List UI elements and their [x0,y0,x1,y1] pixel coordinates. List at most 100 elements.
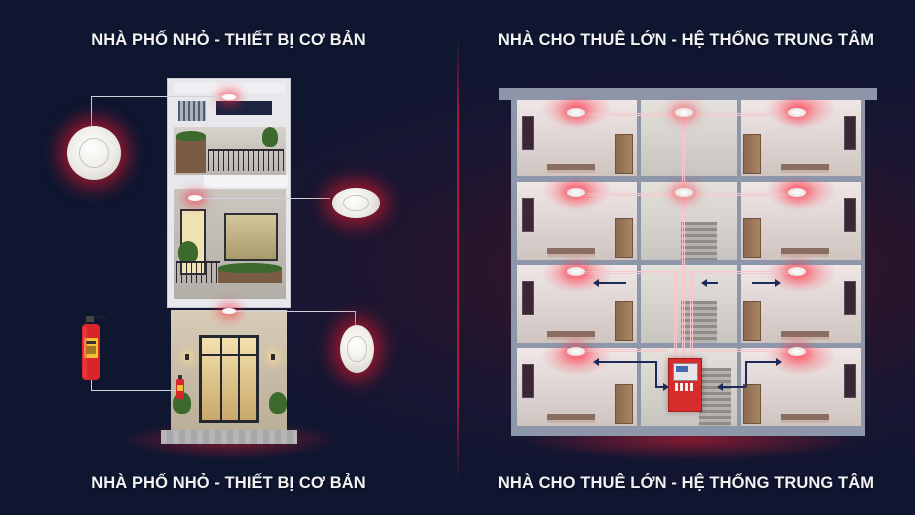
panel-display [673,363,698,381]
room-door [615,218,633,258]
room-door [615,301,633,341]
wall-lamp [271,354,275,360]
room-window [522,364,534,398]
fire-extinguisher-icon [176,375,184,399]
building-roof [499,88,877,100]
signal-arrow-icon [701,279,718,287]
balcony-slab [204,175,288,187]
roof-cap [174,83,286,93]
bed [781,164,829,173]
smoke-detector-icon [675,188,693,197]
callout-line [91,376,176,391]
left-top-title: NHÀ PHỐ NHỎ - THIẾT BỊ CƠ BẢN [91,31,366,49]
smoke-detector-icon [788,267,806,276]
smoke-detector-icon [567,347,585,356]
signal-line [745,361,747,387]
bed [547,414,595,423]
smoke-detector-icon [567,188,585,197]
room-door [615,134,633,174]
room-window [844,116,856,150]
plant [178,241,198,263]
roof-skylight [216,101,272,115]
panel-buttons [675,383,695,391]
smoke-detector-icon [788,347,806,356]
ground-floor [171,310,287,435]
fire-alarm-control-panel [668,358,702,412]
alarm-wire [692,349,798,352]
room-door [743,301,761,341]
smoke-detector-icon [675,108,693,117]
room-window [522,198,534,232]
room-window [844,198,856,232]
fire-extinguisher-icon [80,315,107,380]
callout-line [236,311,356,325]
window [224,213,278,261]
right-top-title: NHÀ CHO THUÊ LỚN - HỆ THỐNG TRUNG TÂM [497,31,875,49]
callout-line [91,96,222,126]
signal-arrow-icon [593,279,626,287]
heat-detector-icon [188,195,202,201]
room-window [522,116,534,150]
alarm-wire [690,271,693,359]
bed [781,331,829,340]
signal-arrow-icon [593,358,656,366]
room-window [844,364,856,398]
apartment-room [741,265,861,343]
alarm-wire [674,271,677,359]
signal-arrow-icon [752,279,781,287]
room-door [743,134,761,174]
balcony-railing [208,149,284,171]
room-door [743,384,761,424]
detector-ring [342,194,370,212]
bed [547,248,595,257]
left-bottom-title: NHÀ PHỐ NHỎ - THIẾT BỊ CƠ BẢN [91,474,366,492]
bed [547,331,595,340]
plant [269,392,287,414]
wall-lamp [185,354,189,360]
smoke-detector-icon [788,108,806,117]
staircase [681,222,717,260]
roof-louver [178,101,206,121]
smoke-detector-icon [67,126,121,180]
detector-ring [78,137,110,169]
staircase [699,368,731,426]
smoke-detector-icon [340,325,374,373]
room-window [844,281,856,315]
alarm-wire [585,349,667,352]
balcony-railing [176,261,220,283]
alarm-wire [682,113,685,359]
staircase [681,301,717,343]
signal-arrow-icon [745,358,782,366]
detector-ring [347,335,367,363]
heat-detector-icon [332,188,380,218]
stairwell-section [641,265,737,343]
apartment-room [741,348,861,426]
alarm-wire [585,271,677,274]
entrance-door [199,335,259,423]
pavement [161,430,297,444]
planter-box [176,137,206,173]
plant [218,263,282,273]
townhouse-upper-facade [167,78,291,308]
middle-floor [174,189,286,299]
callout-line [202,198,330,199]
room-door [743,218,761,258]
right-bottom-title: NHÀ CHO THUÊ LỚN - HỆ THỐNG TRUNG TÂM [497,474,875,492]
top-balcony [174,127,286,175]
smoke-detector-icon [222,308,236,314]
apartment-room [517,348,637,426]
plant [262,127,278,147]
plant [176,131,206,141]
bed [781,248,829,257]
signal-line [655,361,657,387]
smoke-detector-icon [567,267,585,276]
townhouse-illustration [161,78,297,444]
smoke-detector-icon [567,108,585,117]
room-window [522,281,534,315]
room-door [615,384,633,424]
signal-arrow-icon [717,383,746,391]
bed [547,164,595,173]
section-divider [457,30,459,485]
smoke-detector-icon [788,188,806,197]
